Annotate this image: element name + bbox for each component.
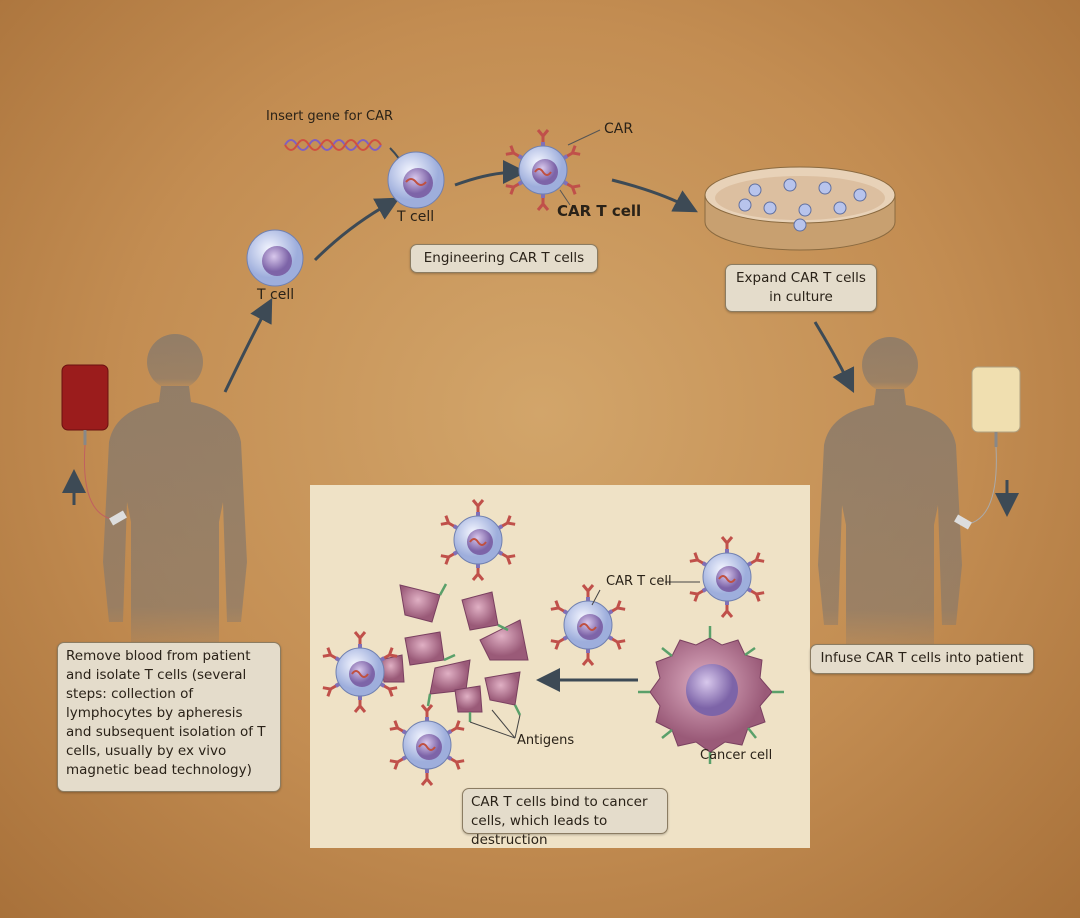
step-infuse: Infuse CAR T cells into patient (810, 644, 1034, 674)
car-t-cell-label: CAR T cell (557, 202, 642, 220)
t-cell-label-1: T cell (257, 287, 295, 303)
car-pointer (567, 129, 601, 146)
cancer-cell-label: Cancer cell (700, 748, 773, 763)
car-t-cell-inset-label: CAR T cell (606, 574, 672, 589)
car-label: CAR (604, 121, 634, 137)
step-engineering: Engineering CAR T cells (410, 244, 598, 273)
insert-gene-label: Insert gene for CAR (266, 109, 394, 124)
process-arrows (223, 147, 855, 394)
car-t-bag-icon (954, 366, 1021, 530)
car-t-cell (506, 130, 580, 210)
t-cell-2 (387, 151, 445, 209)
t-cell-label-2: T cell (397, 209, 435, 225)
step-expand: Expand CAR T cells in culture (725, 264, 877, 312)
cancer-cell (638, 626, 784, 764)
blood-bag-icon (61, 364, 127, 526)
step-remove: Remove blood from patient and isolate T … (57, 642, 281, 792)
patient-left-silhouette (103, 334, 247, 662)
patient-right-silhouette (818, 337, 962, 665)
antigens-label: Antigens (517, 733, 575, 748)
step-bind: CAR T cells bind to cancer cells, which … (462, 788, 668, 848)
t-cell-1 (246, 229, 304, 287)
dna-icon (284, 139, 382, 151)
petri-dish-icon (704, 166, 896, 251)
cancer-fragments (379, 584, 529, 713)
